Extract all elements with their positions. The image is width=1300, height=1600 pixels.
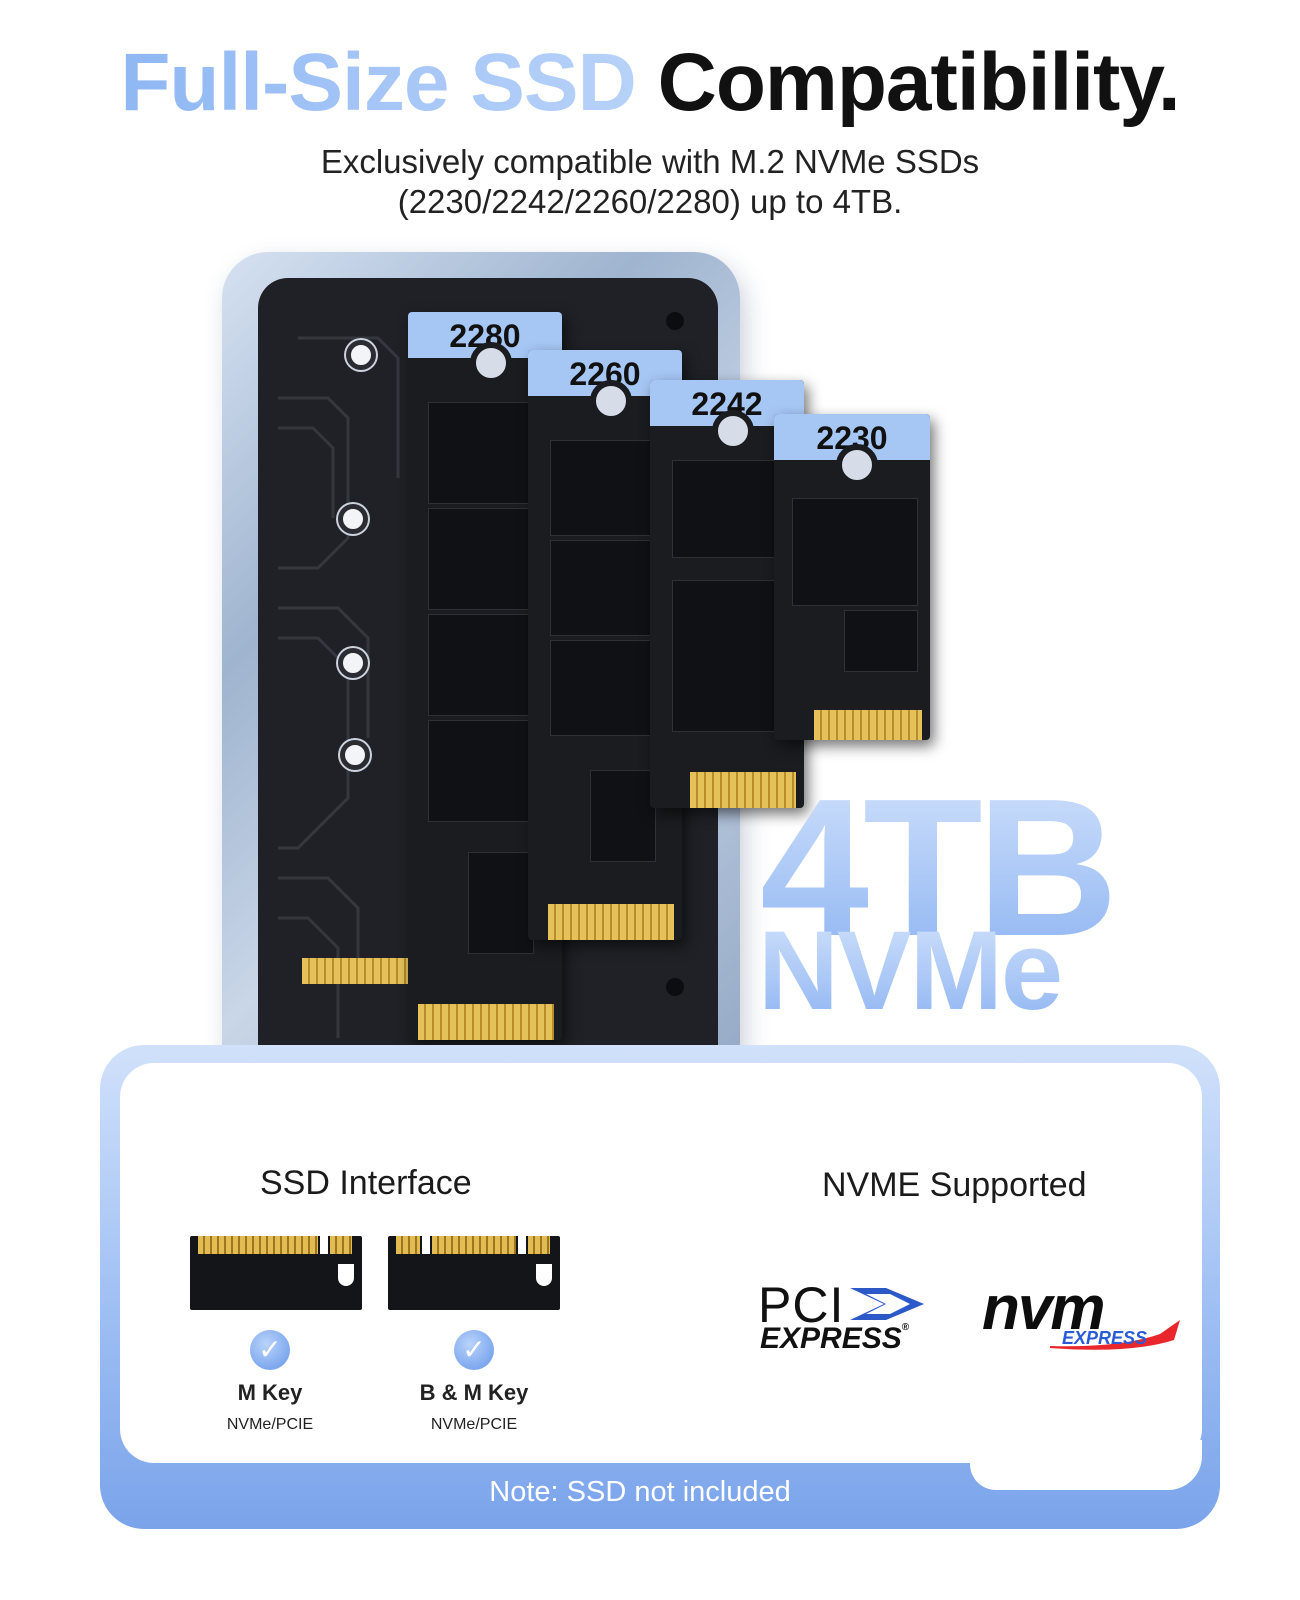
mount-notch [712, 410, 754, 452]
key-notch [518, 1236, 526, 1254]
gold-pins [432, 1236, 516, 1254]
gold-contacts [814, 710, 922, 740]
gold-pins [330, 1236, 352, 1254]
gold-pins [528, 1236, 550, 1254]
pci-logo-express: EXPRESS® [760, 1322, 909, 1356]
m-key-label: M Key [237, 1380, 303, 1405]
mount-notch [836, 444, 878, 486]
subtitle-line-1: Exclusively compatible with M.2 NVMe SSD… [320, 143, 980, 180]
gold-contacts [690, 772, 796, 808]
pci-logo-text: PCI [758, 1277, 845, 1333]
m-key-sub: NVMe/PCIE [226, 1416, 314, 1433]
gold-contacts [548, 904, 674, 940]
pci-express-text: EXPRESS [760, 1322, 902, 1355]
nand-chip [428, 508, 534, 610]
screw [340, 740, 370, 770]
screw [346, 340, 376, 370]
m-key-card-image [190, 1236, 362, 1310]
nand-chip [792, 498, 918, 606]
pci-registered-mark: ® [901, 1322, 910, 1333]
capacity-badge: 4TB [760, 758, 1118, 977]
nand-chip [428, 720, 534, 822]
gold-contacts [418, 1004, 554, 1040]
subtitle-line-2: (2230/2242/2260/2280) up to 4TB. [397, 183, 903, 220]
check-icon: ✓ [454, 1330, 494, 1370]
circuit-traces [278, 336, 400, 1038]
ssd-2230: 2230 [774, 414, 930, 740]
gold-pins [396, 1236, 420, 1254]
controller-chip [590, 770, 656, 862]
headline: Full-Size SSD Compatibility. [0, 42, 1300, 124]
mount-hole [338, 1264, 354, 1286]
nand-chip [428, 402, 534, 504]
nand-chip [550, 540, 656, 636]
nand-chip [428, 614, 534, 716]
nand-chip [550, 640, 656, 736]
m2-slot [302, 958, 412, 984]
panel-tab [970, 1440, 1202, 1490]
gold-pins [198, 1236, 318, 1254]
key-notch [422, 1236, 430, 1254]
screw [338, 648, 368, 678]
mount-hole [536, 1264, 552, 1286]
bm-key-sub: NVMe/PCIE [430, 1416, 518, 1433]
headline-rest: Compatibility. [657, 37, 1181, 128]
screw [338, 504, 368, 534]
hole [666, 978, 684, 996]
controller-chip [468, 852, 534, 954]
bm-key-label: B & M Key [419, 1380, 529, 1405]
bm-key-card-image [388, 1236, 560, 1310]
headline-accent: Full-Size SSD [120, 37, 637, 128]
mount-notch [590, 380, 632, 422]
ssd-interface-heading: SSD Interface [260, 1164, 472, 1202]
nvm-logo-express: EXPRESS [1062, 1328, 1148, 1348]
hole [666, 312, 684, 330]
nvme-supported-heading: NVME Supported [822, 1166, 1087, 1204]
nand-chip [672, 580, 784, 732]
nand-chip [550, 440, 656, 536]
subtitle: Exclusively compatible with M.2 NVMe SSD… [0, 142, 1300, 222]
pci-chevron-icon [850, 1288, 924, 1320]
key-notch [320, 1236, 328, 1254]
nand-chip [672, 460, 784, 558]
check-icon: ✓ [250, 1330, 290, 1370]
note-text: Note: SSD not included [489, 1476, 791, 1508]
nvm-logo-text: nvm [982, 1274, 1105, 1343]
controller-chip [844, 610, 918, 672]
mount-notch [470, 342, 512, 384]
nvme-badge: NVMe [758, 908, 1063, 1033]
nvm-swoosh-icon [1050, 1320, 1180, 1350]
